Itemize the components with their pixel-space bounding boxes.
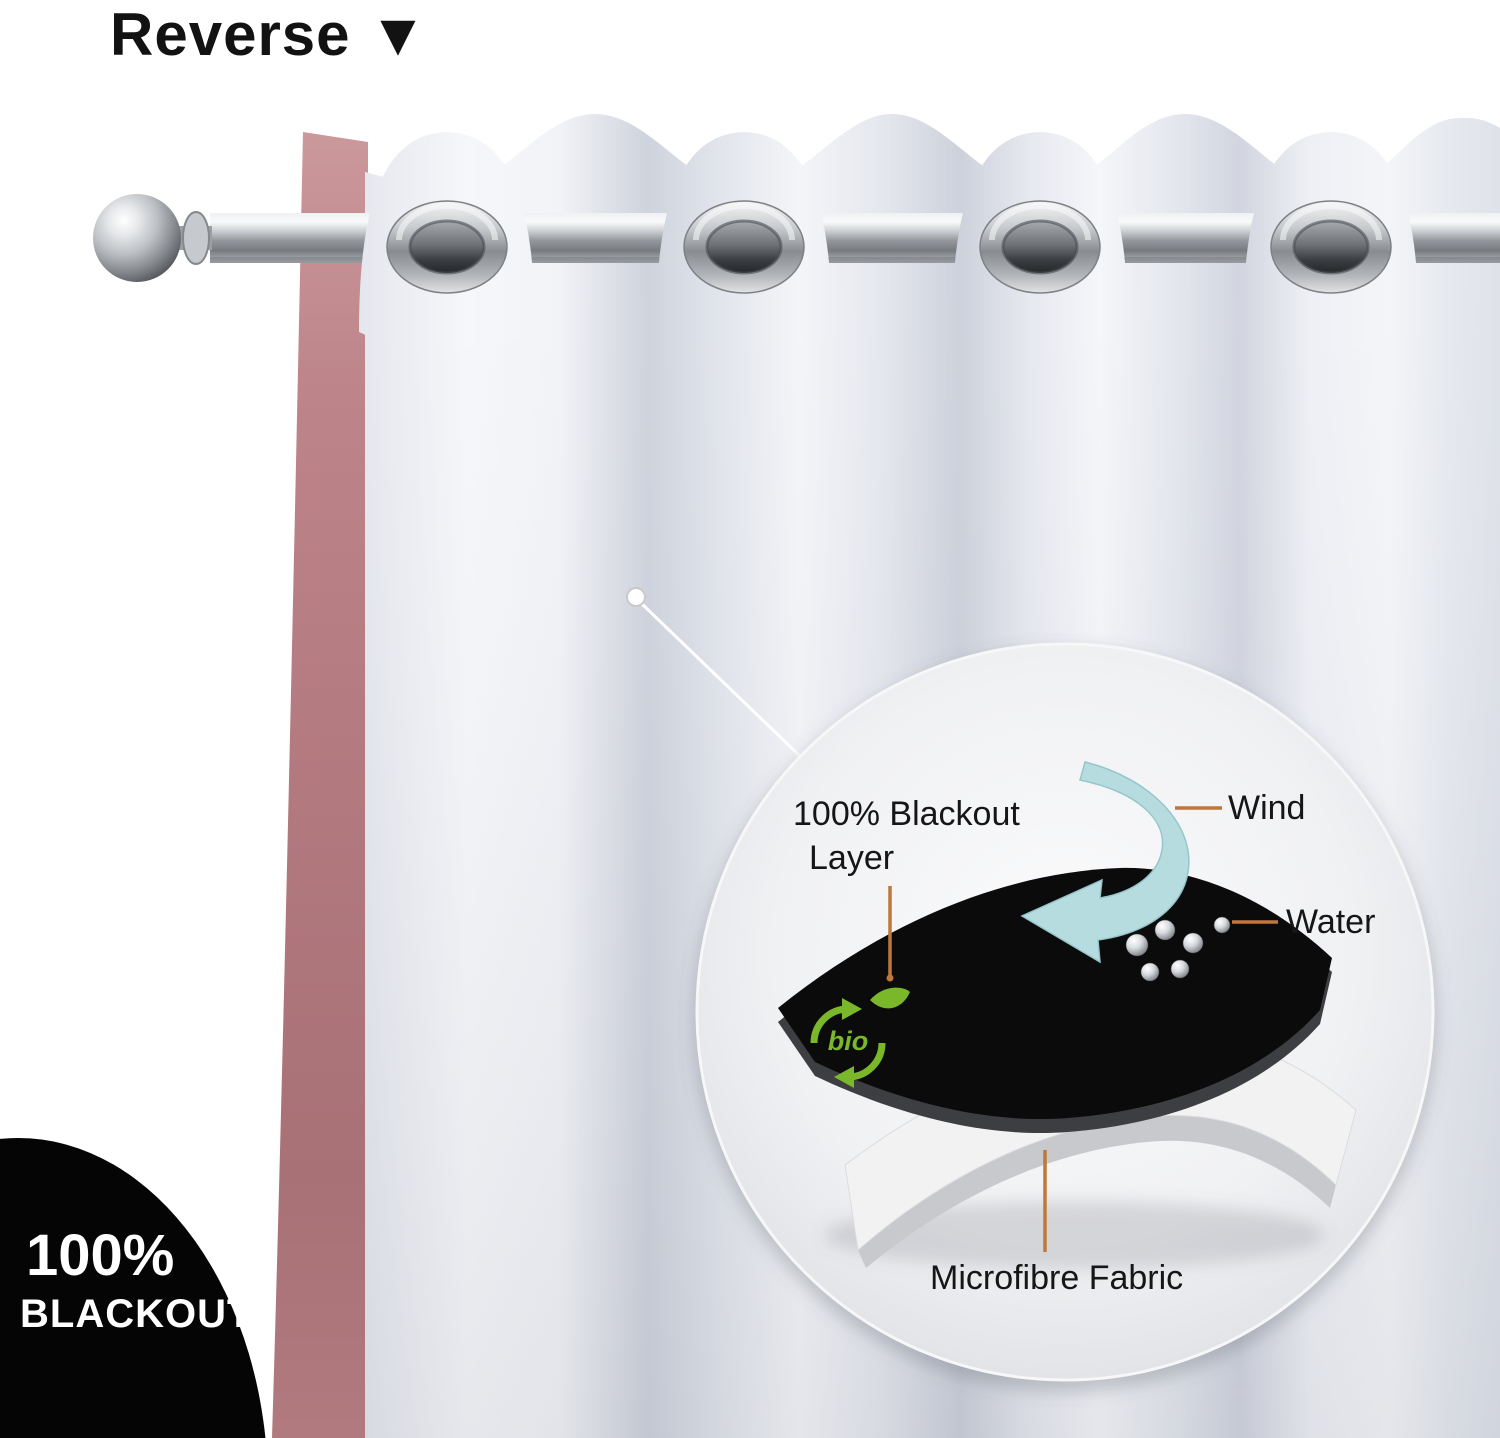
badge-blackout-text: BLACKOUT <box>20 1292 253 1336</box>
blackout-layer-label: 100% Blackout Layer <box>793 792 1020 880</box>
wind-label: Wind <box>1228 789 1306 827</box>
marker-dot-icon <box>626 587 646 607</box>
bio-label: bio <box>827 1026 869 1056</box>
grommet <box>683 200 805 294</box>
inset-diagram <box>693 642 1437 1392</box>
badge-percent-text: 100% <box>26 1223 175 1288</box>
blackout-layer-label-line2: Layer <box>809 839 895 877</box>
bio-recycle-icon <box>810 987 910 1088</box>
wind-arrow-icon <box>1020 761 1190 964</box>
grommet <box>979 200 1101 294</box>
blackout-badge-shape <box>0 1138 266 1438</box>
callout-marker <box>626 587 802 758</box>
water-label: Water <box>1286 903 1376 941</box>
microfibre-label: Microfibre Fabric <box>930 1259 1184 1297</box>
reverse-title: Reverse ▼ <box>110 1 429 68</box>
water-droplets-icon <box>1125 916 1231 982</box>
rod-flange <box>182 211 210 265</box>
blackout-layer-label-line1: 100% Blackout <box>793 795 1020 833</box>
grommet <box>386 200 508 294</box>
callout-lines <box>886 806 1278 1252</box>
curtain-edge-velvet <box>272 132 368 1438</box>
leaf-icon <box>870 987 910 1009</box>
rod-finial-ball <box>93 194 181 282</box>
grommet <box>1270 200 1392 294</box>
grommet-rings <box>386 200 1392 294</box>
